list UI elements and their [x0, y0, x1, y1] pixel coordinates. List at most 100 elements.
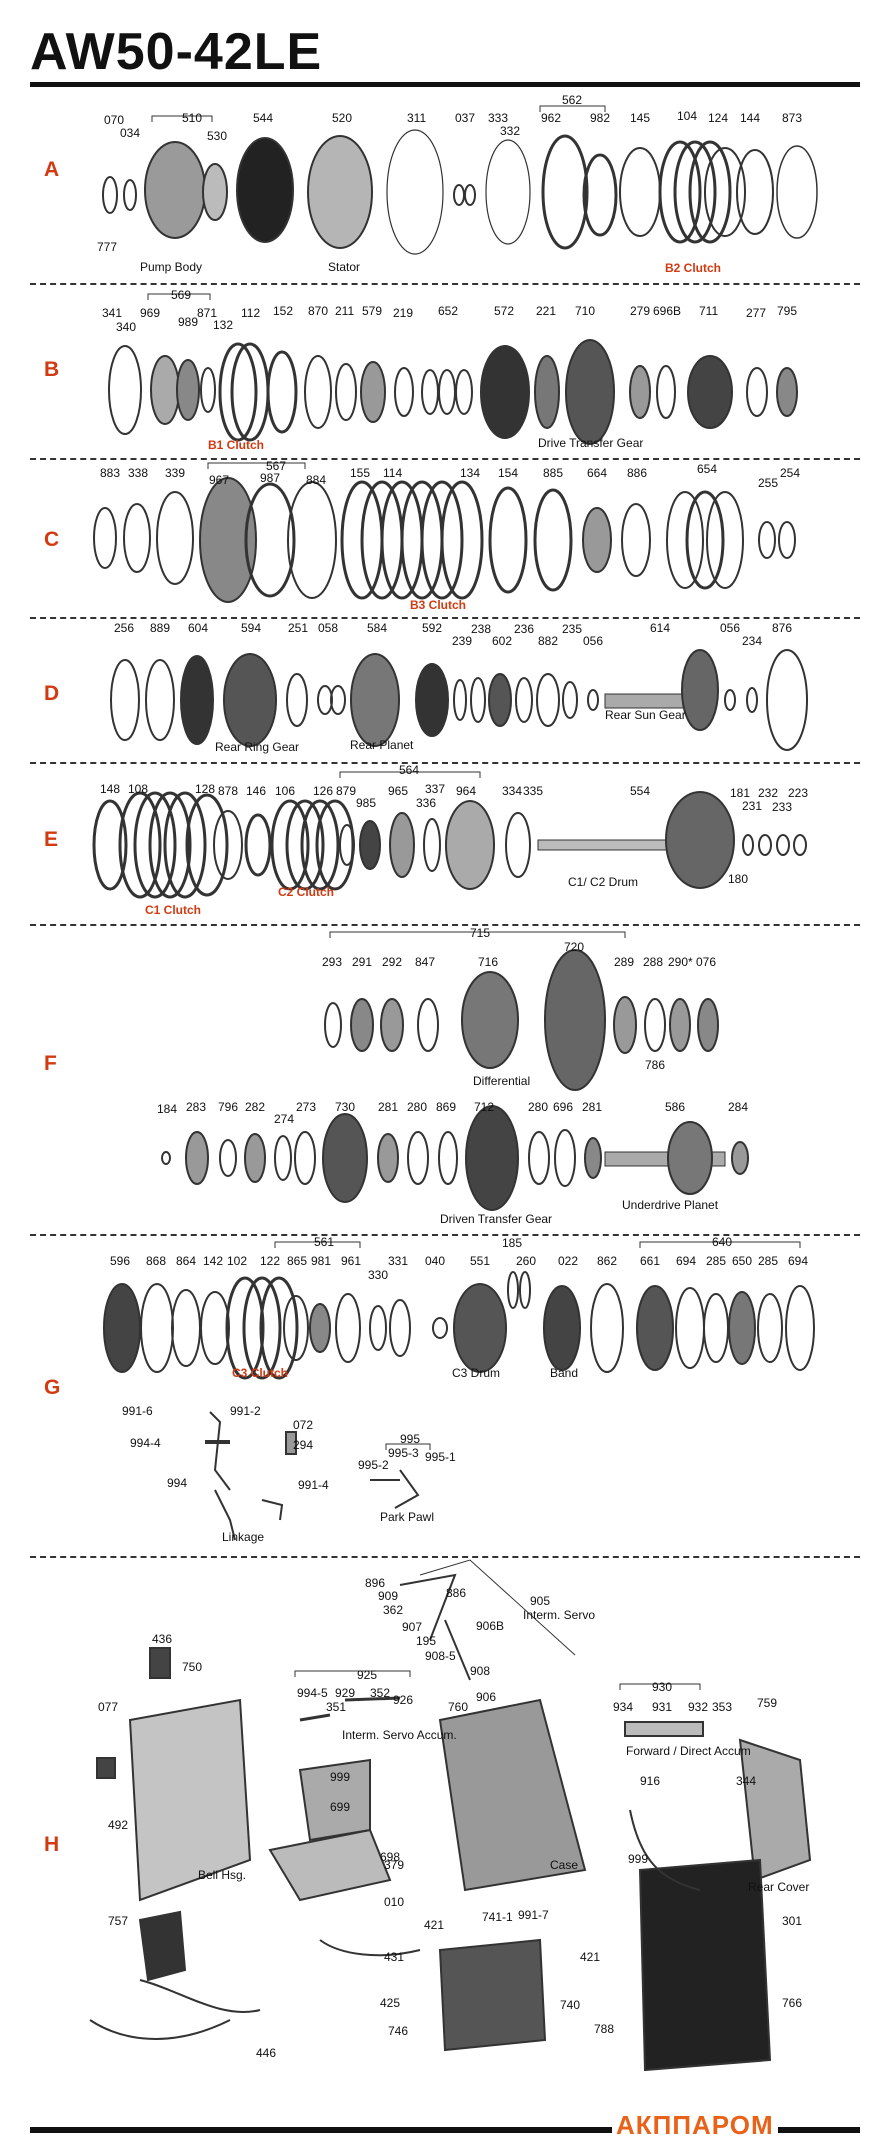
part-number: 056	[583, 634, 604, 648]
part-number: 022	[558, 1254, 579, 1268]
clutch-label: C2 Clutch	[278, 885, 335, 899]
part-caption: Rear Cover	[748, 1880, 810, 1894]
part-number: 584	[367, 621, 388, 635]
row-divider	[30, 283, 860, 285]
part-number: 925	[357, 1668, 378, 1682]
part-number: 650	[732, 1254, 753, 1268]
part-number: 037	[455, 111, 476, 125]
part-number: 569	[171, 288, 192, 302]
part-number: 274	[274, 1112, 295, 1126]
part-number: 254	[780, 466, 801, 480]
row-letter-f: F	[44, 1052, 57, 1075]
part-number: 871	[197, 306, 218, 320]
part-number: 886	[627, 466, 648, 480]
part-number: 991-4	[298, 1478, 329, 1492]
part-number: 882	[538, 634, 559, 648]
part-number: 965	[388, 784, 409, 798]
part-number: 878	[218, 784, 239, 798]
part-number: 280	[528, 1100, 549, 1114]
part-number: 231	[742, 799, 763, 813]
row-divider	[30, 762, 860, 764]
part-number: 964	[456, 784, 477, 798]
part-number: 720	[564, 940, 585, 954]
part-number: 999	[330, 1770, 351, 1784]
part-number: 907	[402, 1620, 423, 1634]
part-number: 885	[543, 466, 564, 480]
part-number: 232	[758, 786, 779, 800]
brand-logo: АКППАРОМ	[612, 2110, 778, 2141]
part-number: 290*	[668, 955, 693, 969]
part-number: 145	[630, 111, 651, 125]
part-number: 564	[399, 763, 420, 777]
part-number: 554	[630, 784, 651, 798]
part-number: 281	[582, 1100, 603, 1114]
part-number: 994-5	[297, 1686, 328, 1700]
row-letter-c: C	[44, 528, 60, 551]
part-number: 985	[356, 796, 377, 810]
part-number: 995-3	[388, 1446, 419, 1460]
part-number: 273	[296, 1100, 317, 1114]
part-number: 995-2	[358, 1458, 389, 1472]
part-number: 969	[140, 306, 161, 320]
part-number: 288	[643, 955, 664, 969]
part-number: 905	[530, 1594, 551, 1608]
part-number: 281	[378, 1100, 399, 1114]
part-number: 592	[422, 621, 443, 635]
part-number: 234	[742, 634, 763, 648]
part-caption: C3 Drum	[452, 1366, 501, 1380]
part-number: 712	[474, 1100, 495, 1114]
part-number: 715	[470, 926, 491, 940]
part-number: 916	[640, 1774, 661, 1788]
part-number: 740	[560, 1998, 581, 2012]
part-number: 594	[241, 621, 262, 635]
part-number: 289	[614, 955, 635, 969]
part-number: 353	[712, 1700, 733, 1714]
part-number: 184	[157, 1102, 178, 1116]
part-number: 777	[97, 240, 118, 254]
part-number: 886	[446, 1586, 467, 1600]
page-title: AW50-42LE	[30, 23, 323, 81]
part-number: 334	[502, 784, 523, 798]
part-number: 520	[332, 111, 353, 125]
part-number: 870	[308, 304, 329, 318]
part-number: 906B	[476, 1619, 505, 1633]
part-number: 696B	[653, 304, 682, 318]
part-number: 766	[782, 1996, 803, 2010]
row-letter-g: G	[44, 1376, 61, 1399]
part-number: 788	[594, 2022, 615, 2036]
part-number: 211	[335, 304, 355, 318]
part-number: 796	[218, 1100, 239, 1114]
part-number: 293	[322, 955, 343, 969]
part-number: 699	[330, 1800, 351, 1814]
part-number: 236	[514, 622, 535, 636]
part-number: 283	[186, 1100, 207, 1114]
part-number: 847	[415, 955, 436, 969]
part-caption: Underdrive Planet	[622, 1198, 719, 1212]
part-number: 340	[116, 320, 137, 334]
part-number: 586	[665, 1100, 686, 1114]
part-number: 567	[266, 459, 287, 473]
part-caption: C1/ C2 Drum	[568, 875, 639, 889]
part-number: 122	[260, 1254, 281, 1268]
part-caption: Stator	[328, 260, 361, 274]
part-number: 311	[407, 111, 427, 125]
part-number: 551	[470, 1254, 491, 1268]
row-divider	[30, 458, 860, 460]
part-number: 530	[207, 129, 228, 143]
part-number: 301	[782, 1914, 803, 1928]
part-number: 562	[562, 93, 583, 107]
part-number: 896	[365, 1576, 386, 1590]
part-number: 661	[640, 1254, 661, 1268]
part-number: 883	[100, 466, 121, 480]
part-number: 221	[536, 304, 557, 318]
part-number: 279	[630, 304, 651, 318]
part-number: 994-4	[130, 1436, 161, 1450]
part-number: 865	[287, 1254, 308, 1268]
part-number: 961	[341, 1254, 362, 1268]
part-number: 333	[488, 111, 509, 125]
part-number: 908	[470, 1664, 491, 1678]
part-number: 280	[407, 1100, 428, 1114]
part-number: 185	[502, 1236, 523, 1250]
part-number: 077	[98, 1700, 119, 1714]
